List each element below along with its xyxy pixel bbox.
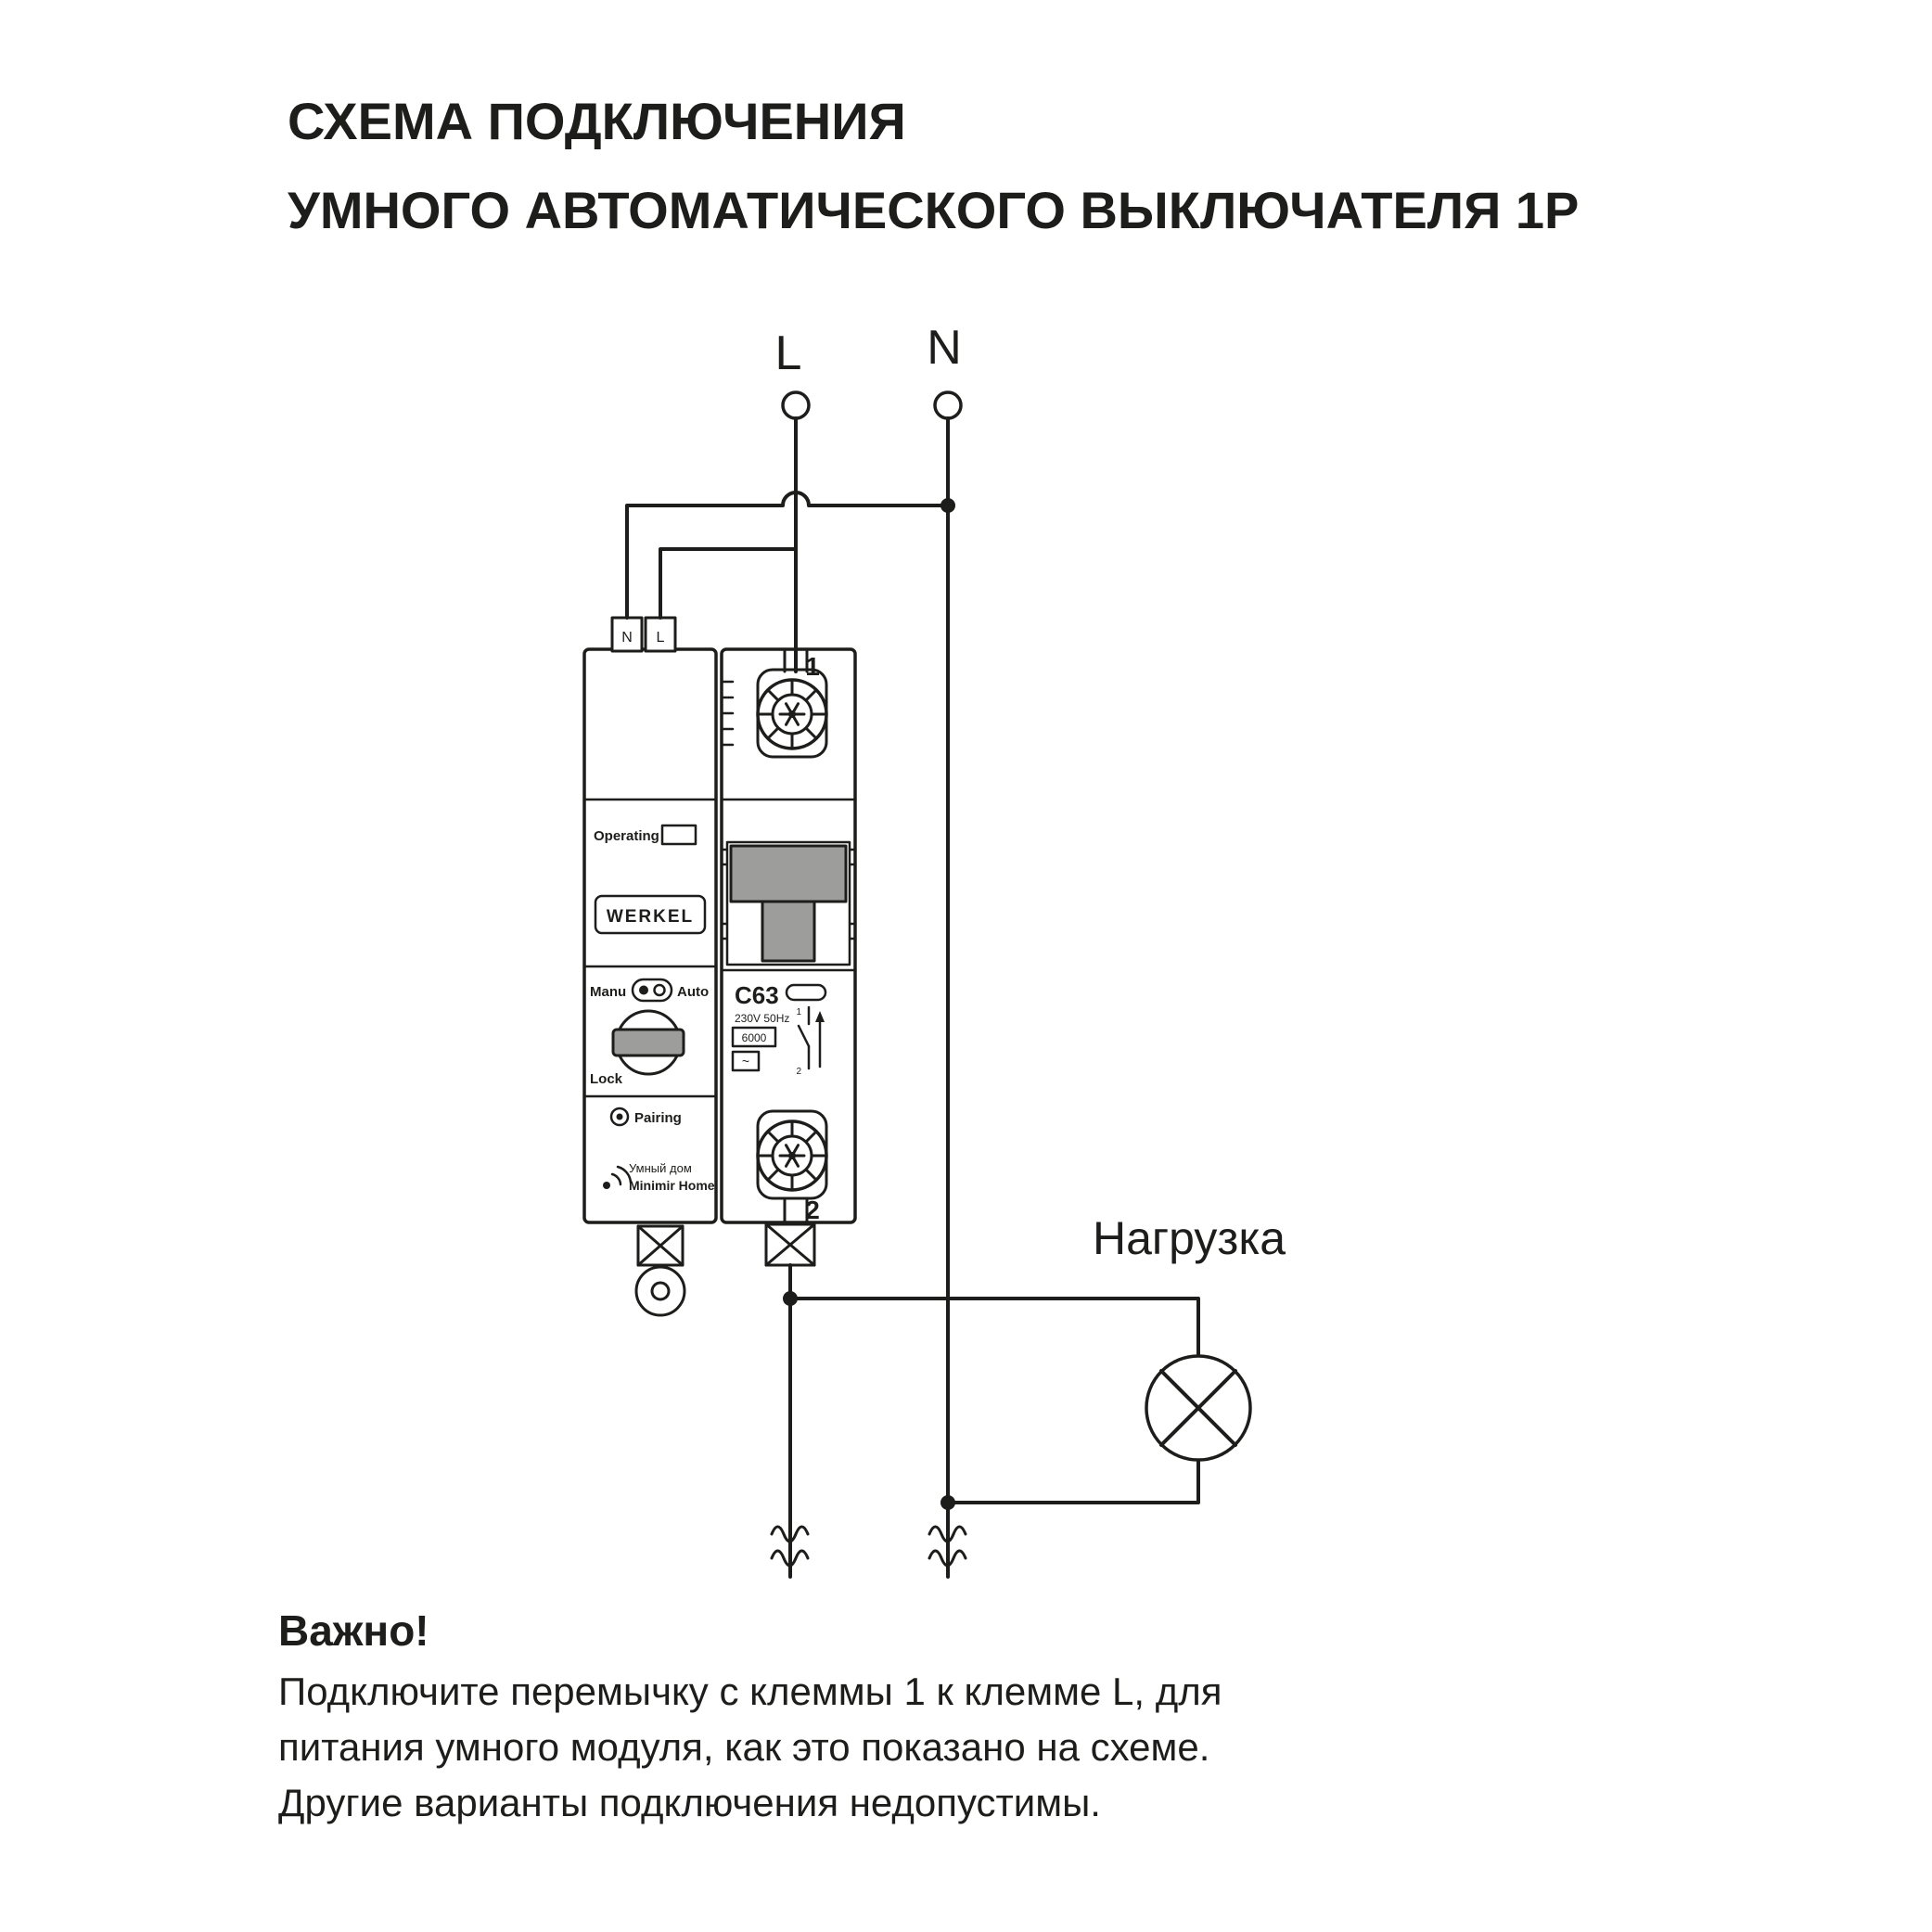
l-supply-terminal [781,390,811,420]
breaker-module: 1 C63 230V 50Hz 6000 ~ 1 2 [720,647,857,1267]
rating-label: C63 [735,981,779,1009]
junction-dot [783,1291,798,1306]
ac-label: ~ [742,1054,749,1068]
operating-label: Operating [594,828,659,844]
module-terminal-l-box [644,616,677,653]
module-terminal-n-label: N [621,630,633,646]
manu-auto-toggle-icon [631,978,673,1003]
note-line2: питания умного модуля, как это показано … [278,1725,1209,1769]
note: Важно! Подключите перемычку с клеммы 1 к… [278,1606,1222,1824]
terminal-1-label: 1 [805,652,820,681]
lamp-icon [1145,1354,1252,1462]
module-terminal-n-box [610,616,644,653]
terminal-1-screw-icon [756,678,828,750]
svg-text:1: 1 [796,1007,801,1017]
pairing-button-icon [609,1107,630,1127]
junction-dot [940,1495,955,1510]
terminal-2-screw-icon [756,1120,828,1192]
wire-load-feed [788,1297,1200,1358]
load-label: Нагрузка [1093,1212,1286,1264]
module-terminal-l-label: L [657,630,665,646]
capacity-label: 6000 [742,1031,767,1044]
voltage-label: 230V 50Hz [735,1012,789,1025]
note-heading: Важно! [278,1606,429,1655]
title-line2: УМНОГО АВТОМАТИЧЕСКОГО ВЫКЛЮЧАТЕЛЯ 1P [288,181,1579,239]
smart-module-connector [634,1224,686,1317]
smart-module: N L Operating WERKEL Manu Auto [582,616,718,1317]
breaker-output-clamp [764,1222,816,1267]
ac-box [731,1050,761,1072]
wire-module-l-jumper [659,547,798,620]
auto-label: Auto [677,984,709,1000]
wire-break-marks [770,1525,967,1567]
operating-led [660,824,697,846]
n-label: N [927,321,962,375]
pairing-label: Pairing [634,1110,682,1126]
wire-module-n-jumper [625,491,950,620]
breaker-toggle [725,840,851,966]
smart-home-label: Умный дом [629,1161,692,1175]
note-line3: Другие варианты подключения недопустимы. [278,1781,1101,1824]
app-label: Minimir Home [629,1178,715,1193]
brand-label: WERKEL [607,907,694,927]
terminal-2-label: 2 [805,1196,820,1224]
capacity-box [731,1026,777,1048]
title: СХЕМА ПОДКЛЮЧЕНИЯ УМНОГО АВТОМАТИЧЕСКОГО… [288,92,1579,239]
l-label: L [775,326,802,380]
wire-load-return [946,1458,1200,1504]
lock-dial-icon [611,1009,685,1076]
manu-label: Manu [590,984,626,1000]
rating-pill [785,983,827,1002]
lock-label: Lock [590,1071,623,1087]
device: N L Operating WERKEL Manu Auto [582,616,857,1317]
n-supply-terminal [933,390,963,420]
note-line1: Подключите перемычку с клеммы 1 к клемме… [278,1670,1222,1713]
smart-home-icon [603,1165,633,1189]
title-line1: СХЕМА ПОДКЛЮЧЕНИЯ [288,92,906,150]
contact-symbol-icon: 1 2 [796,1005,825,1077]
junction-dot [940,498,955,513]
brand-badge [594,894,707,935]
svg-text:2: 2 [796,1067,801,1077]
wiring: L N Нагрузка [625,321,1286,1579]
